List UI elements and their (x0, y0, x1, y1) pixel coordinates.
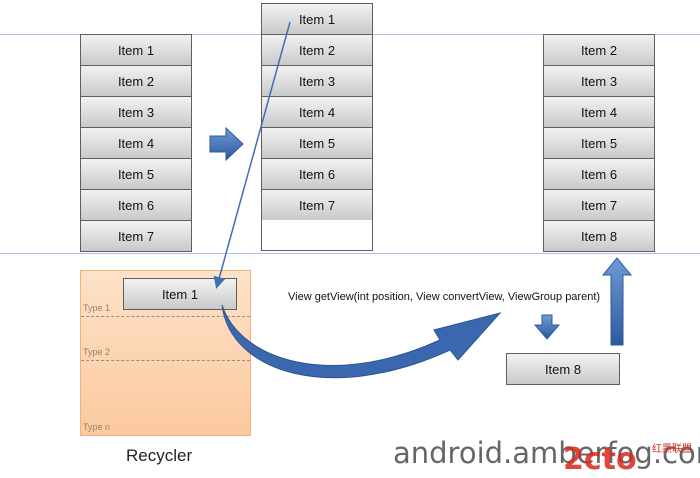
list-item: Item 8 (543, 220, 655, 252)
list-item: Item 2 (80, 65, 192, 96)
list-item: Item 3 (80, 96, 192, 127)
recycler-caption: Recycler (126, 446, 193, 465)
list-item: Item 6 (80, 189, 192, 220)
list-item: Item 4 (543, 96, 655, 127)
list-item: Item 7 (543, 189, 655, 220)
insert-up-arrow (601, 257, 633, 346)
list-item: Item 2 (543, 34, 655, 65)
viewport-bottom-line (0, 253, 700, 254)
list-item: Item 5 (543, 127, 655, 158)
recycler-type-label: Type 2 (83, 347, 111, 357)
type-divider (81, 316, 250, 317)
list-item: Item 4 (80, 127, 192, 158)
logo-2cto: 2cto (563, 442, 637, 477)
list-item: Item 7 (261, 189, 373, 220)
list-item: Item 6 (261, 158, 373, 189)
list-item: Item 1 (261, 3, 373, 34)
list-item: Item 5 (80, 158, 192, 189)
convertview-curve-arrow (221, 304, 502, 379)
recycler-type-label: Type 1 (83, 303, 111, 313)
getview-down-arrow (533, 314, 561, 340)
recycle-line-arrow (213, 21, 291, 289)
list-item: Item 1 (80, 34, 192, 65)
new-item: Item 8 (506, 353, 620, 385)
list-item: Item 7 (80, 220, 192, 252)
getview-signature: View getView(int position, View convertV… (288, 291, 601, 303)
logo-cn: 红黑联盟 (652, 442, 692, 455)
list-item: Item 3 (261, 65, 373, 96)
empty-list-slot (261, 220, 373, 251)
type-divider (81, 360, 250, 361)
list-item: Item 6 (543, 158, 655, 189)
list-item: Item 3 (543, 65, 655, 96)
recycler-type-label: Type n (83, 422, 111, 432)
scroll-right-arrow (209, 126, 244, 162)
list-item: Item 4 (261, 96, 373, 127)
source-watermark: android.amberfog.com (393, 436, 700, 470)
list-item: Item 5 (261, 127, 373, 158)
